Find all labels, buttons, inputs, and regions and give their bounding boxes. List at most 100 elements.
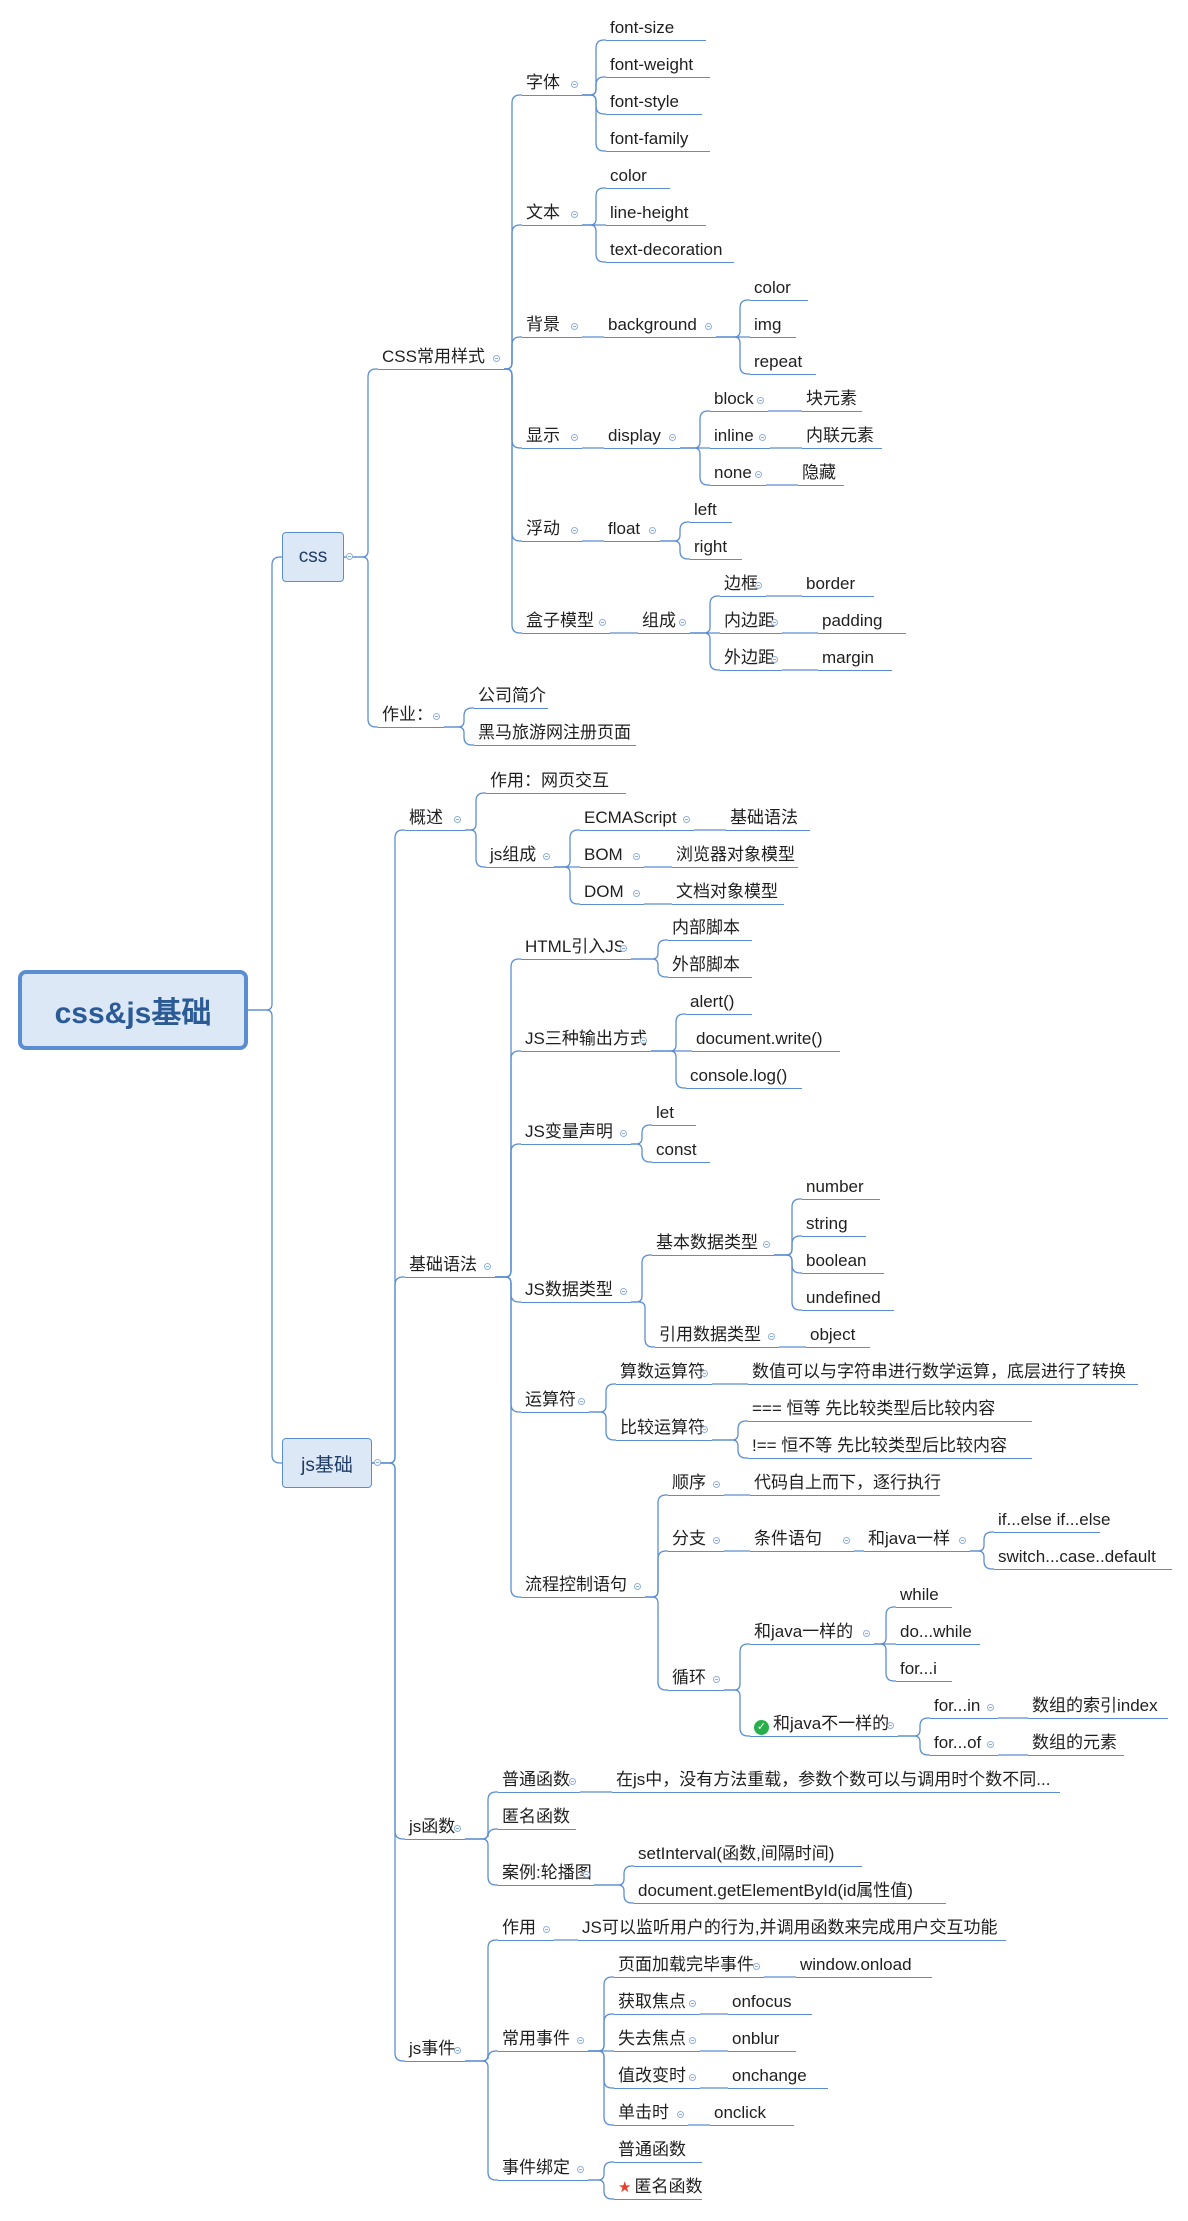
collapse-toggle-icon[interactable] — [543, 853, 550, 860]
collapse-toggle-icon[interactable] — [543, 1926, 550, 1933]
node-ls2[interactable]: for...i — [900, 1659, 937, 1679]
node-p0[interactable]: ECMAScript — [584, 808, 677, 828]
node-b1[interactable]: 内边距 — [724, 611, 775, 631]
collapse-toggle-icon[interactable] — [433, 713, 440, 720]
node-typ[interactable]: JS数据类型 — [525, 1280, 613, 1300]
node-e2h[interactable]: onblur — [732, 2029, 779, 2049]
node-e0h[interactable]: window.onload — [800, 1955, 912, 1975]
node-text1[interactable]: line-height — [610, 203, 688, 223]
node-bg0[interactable]: color — [754, 278, 791, 298]
collapse-toggle-icon[interactable] — [578, 1398, 585, 1405]
node-font[interactable]: 字体 — [526, 73, 560, 93]
node-opc0[interactable]: === 恒等 先比较类型后比较内容 — [752, 1399, 995, 1419]
node-evc[interactable]: 常用事件 — [502, 2029, 570, 2049]
node-text2[interactable]: text-decoration — [610, 240, 722, 260]
node-out1[interactable]: document.write() — [696, 1029, 823, 1049]
collapse-toggle-icon[interactable] — [713, 1676, 720, 1683]
node-ld0[interactable]: for...in — [934, 1696, 980, 1716]
node-ops[interactable]: 运算符 — [525, 1390, 576, 1410]
node-evb0[interactable]: 普通函数 — [618, 2140, 686, 2160]
node-flt[interactable]: 浮动 — [526, 519, 560, 539]
node-ls[interactable]: 和java一样的 — [754, 1622, 853, 1642]
node-var[interactable]: JS变量声明 — [525, 1122, 613, 1142]
node-tr0[interactable]: object — [810, 1325, 855, 1345]
collapse-toggle-icon[interactable] — [679, 619, 686, 626]
collapse-toggle-icon[interactable] — [759, 434, 766, 441]
collapse-toggle-icon[interactable] — [887, 1722, 894, 1729]
node-fltp[interactable]: float — [608, 519, 640, 539]
node-d0d[interactable]: 块元素 — [806, 389, 857, 409]
node-d1d[interactable]: 内联元素 — [806, 426, 874, 446]
collapse-toggle-icon[interactable] — [959, 1537, 966, 1544]
collapse-toggle-icon[interactable] — [768, 1333, 775, 1340]
node-bg1[interactable]: img — [754, 315, 781, 335]
node-hw1[interactable]: 黑马旅游网注册页面 — [478, 723, 631, 743]
node-out2[interactable]: console.log() — [690, 1066, 787, 1086]
node-ld[interactable]: ✓和java不一样的 — [754, 1714, 889, 1735]
node-p1d[interactable]: 浏览器对象模型 — [676, 845, 795, 865]
node-e0[interactable]: 页面加载完毕事件 — [618, 1955, 754, 1975]
node-tb1[interactable]: string — [806, 1214, 848, 1234]
node-brs[interactable]: 条件语句 — [754, 1529, 822, 1549]
collapse-toggle-icon[interactable] — [689, 2037, 696, 2044]
node-seqd[interactable]: 代码自上而下，逐行执行 — [754, 1473, 941, 1493]
collapse-toggle-icon[interactable] — [577, 2166, 584, 2173]
node-var1[interactable]: const — [656, 1140, 697, 1160]
collapse-toggle-icon[interactable] — [755, 582, 762, 589]
node-brj[interactable]: 和java一样 — [868, 1529, 950, 1549]
node-var0[interactable]: let — [656, 1103, 674, 1123]
collapse-toggle-icon[interactable] — [484, 1263, 491, 1270]
node-font1[interactable]: font-weight — [610, 55, 693, 75]
node-e2[interactable]: 失去焦点 — [618, 2029, 686, 2049]
node-b0[interactable]: 边框 — [724, 574, 758, 594]
collapse-toggle-icon[interactable] — [620, 1288, 627, 1295]
collapse-toggle-icon[interactable] — [705, 323, 712, 330]
node-e1[interactable]: 获取焦点 — [618, 1992, 686, 2012]
node-html0[interactable]: 内部脚本 — [672, 918, 740, 938]
collapse-toggle-icon[interactable] — [713, 1481, 720, 1488]
node-b2[interactable]: 外边距 — [724, 648, 775, 668]
node-boxs[interactable]: 组成 — [642, 611, 676, 631]
node-ov[interactable]: 概述 — [409, 808, 443, 828]
node-flow[interactable]: 流程控制语句 — [525, 1575, 627, 1595]
node-bg[interactable]: 背景 — [526, 315, 560, 335]
node-ld0d[interactable]: 数组的索引index — [1032, 1696, 1158, 1716]
collapse-toggle-icon[interactable] — [599, 619, 606, 626]
node-br[interactable]: 分支 — [672, 1529, 706, 1549]
node-tb[interactable]: 基本数据类型 — [656, 1233, 758, 1253]
node-tb2[interactable]: boolean — [806, 1251, 867, 1271]
node-opc[interactable]: 比较运算符 — [620, 1418, 705, 1438]
node-fnc[interactable]: 案例:轮播图 — [502, 1863, 592, 1883]
collapse-toggle-icon[interactable] — [669, 434, 676, 441]
node-bgp[interactable]: background — [608, 315, 697, 335]
collapse-toggle-icon[interactable] — [649, 527, 656, 534]
collapse-toggle-icon[interactable] — [701, 1370, 708, 1377]
node-ovp[interactable]: js组成 — [490, 845, 536, 865]
node-fnnd[interactable]: 在js中，没有方法重载，参数个数可以与调用时个数不同... — [616, 1770, 1050, 1790]
node-ld1d[interactable]: 数组的元素 — [1032, 1733, 1117, 1753]
node-b1p[interactable]: padding — [822, 611, 883, 631]
node-font2[interactable]: font-style — [610, 92, 679, 112]
collapse-toggle-icon[interactable] — [571, 211, 578, 218]
node-seq[interactable]: 顺序 — [672, 1473, 706, 1493]
node-text[interactable]: 文本 — [526, 203, 560, 223]
collapse-toggle-icon[interactable] — [677, 2111, 684, 2118]
node-font0[interactable]: font-size — [610, 18, 674, 38]
node-br0[interactable]: if...else if...else — [998, 1510, 1110, 1530]
node-styles[interactable]: CSS常用样式 — [382, 347, 485, 367]
collapse-toggle-icon[interactable] — [863, 1630, 870, 1637]
node-p2d[interactable]: 文档对象模型 — [676, 882, 778, 902]
collapse-toggle-icon[interactable] — [633, 890, 640, 897]
node-ev[interactable]: js事件 — [409, 2039, 455, 2059]
node-fnc1[interactable]: document.getElementById(id属性值) — [638, 1881, 913, 1901]
node-f0[interactable]: left — [694, 500, 717, 520]
node-tr[interactable]: 引用数据类型 — [659, 1325, 761, 1345]
collapse-toggle-icon[interactable] — [454, 2047, 461, 2054]
collapse-toggle-icon[interactable] — [757, 397, 764, 404]
node-ovr[interactable]: 作用：网页交互 — [490, 771, 609, 791]
collapse-toggle-icon[interactable] — [640, 1037, 647, 1044]
node-evrd[interactable]: JS可以监听用户的行为,并调用函数来完成用户交互功能 — [582, 1918, 998, 1938]
collapse-toggle-icon[interactable] — [571, 81, 578, 88]
collapse-toggle-icon[interactable] — [454, 816, 461, 823]
collapse-toggle-icon[interactable] — [583, 1871, 590, 1878]
